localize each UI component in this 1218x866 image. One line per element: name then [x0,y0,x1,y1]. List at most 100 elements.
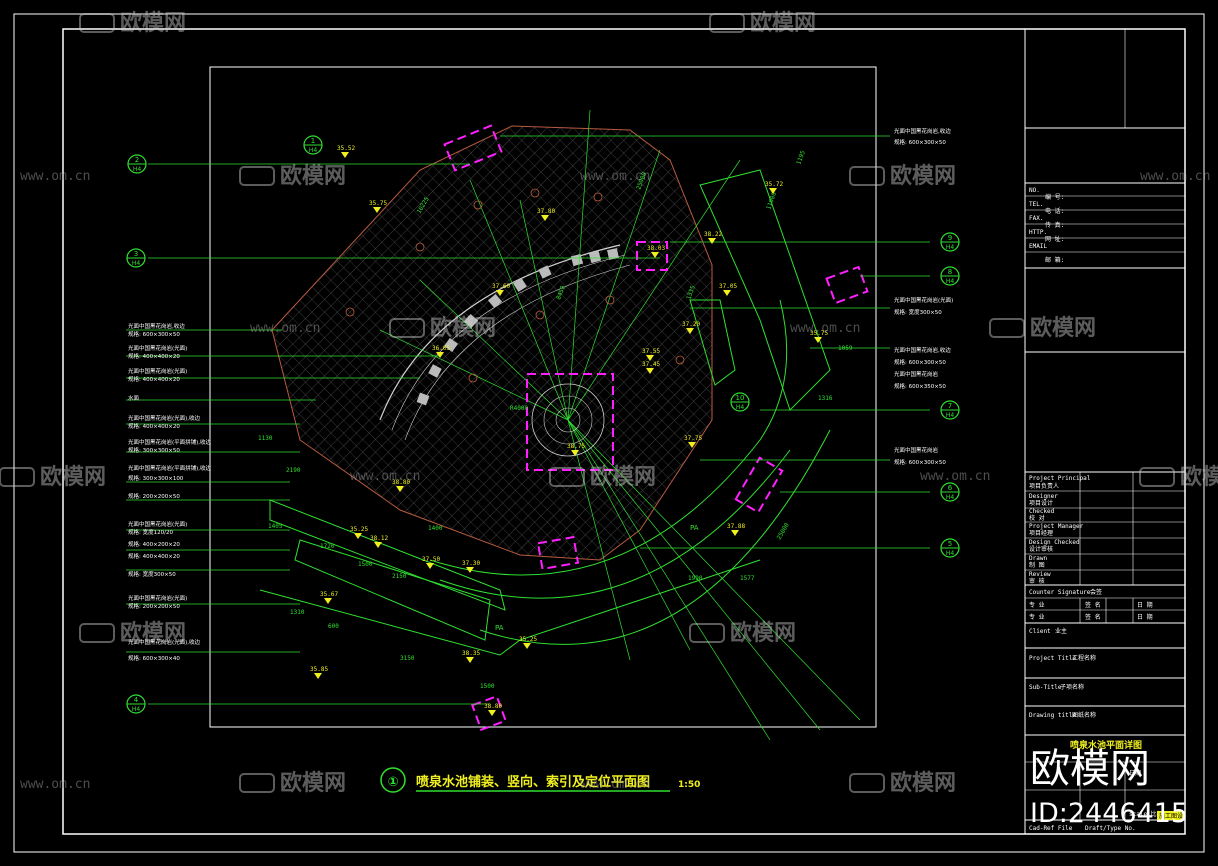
watermark-logo-icon [709,13,745,33]
left-note: 光面中国黑花岗岩(光面),收边 [128,638,201,646]
title-block: NO. TEL. FAX. HTTP. EMAIL 编 号: 电 话: 传 真:… [1029,187,1163,832]
tb-dc: Design Checked [1029,539,1080,546]
watermark-brand: 欧模网 [890,163,956,189]
svg-text:600: 600 [328,623,339,630]
tb-counter-cn: 会签 [1090,588,1102,596]
index-tag-number: 4 [134,696,139,704]
index-boxes [443,124,869,731]
watermark-logo-icon [849,166,885,186]
watermark-logo-icon [0,467,35,487]
tb-client: Client [1029,628,1051,635]
watermark-logo-icon [79,13,115,33]
id-watermark: ID:2446415 [1030,798,1188,829]
left-note: 光面中国黑花岗岩,收边 [128,322,185,330]
left-note: 规格: 400×400×20 [128,422,180,430]
elevation-triangle [466,657,474,663]
tb-no: NO. [1029,187,1040,194]
tb-designer-cn: 项目设计 [1029,499,1053,507]
index-tag-ref: H4 [946,550,955,557]
watermark-logo-icon [989,318,1025,338]
pa-label-2: PA [495,624,504,632]
title-number: ① [387,775,398,790]
tb-sig-1: 签 名 [1085,601,1101,609]
elevation-triangle [373,207,381,213]
svg-text:1577: 1577 [740,575,755,582]
elevation-value: 38.80 [484,703,502,710]
elevation-value: 38.35 [462,650,480,657]
svg-text:1720: 1720 [320,543,335,550]
outer-frame [13,13,1205,853]
tb-dtitle-cn: 图纸名称 [1072,711,1096,719]
left-note: 光面中国黑花岗岩(平面拼铺),收边 [128,438,212,446]
right-note: 光面中国黑花岗岩(光面) [894,296,953,304]
elevation-triangle [541,215,549,221]
svg-text:1195: 1195 [795,149,807,165]
index-tag-number: 6 [948,484,953,492]
svg-text:1130: 1130 [258,435,273,442]
elevation-triangle [488,710,496,716]
elevation-triangle [374,542,382,548]
elevation-value: 36.05 [432,345,450,352]
left-note: 水面 [128,394,140,402]
tb-cad-ref: Cad-Ref File [1029,825,1073,832]
elevation-value: 37.45 [642,361,660,368]
index-tag-ref: H4 [309,147,318,154]
elevation-value: 35.75 [810,330,828,337]
watermark-site: www.om.cn [790,321,860,336]
elevation-triangle [314,673,322,679]
elevation-triangle [341,152,349,158]
elevation-value: 35.67 [320,591,338,598]
tb-dc-cn: 设计审核 [1029,545,1053,553]
watermark-logo-icon [849,773,885,793]
elevation-value: 38.75 [567,443,585,450]
left-note: 规格: 200×200×50 [128,492,180,500]
paving-area [271,125,713,561]
left-note: 规格: 宽度120/20 [128,528,173,536]
watermark-logo-icon [79,623,115,643]
edge-blocks [416,248,619,406]
left-note: 规格: 宽度300×50 [128,570,176,578]
right-note: 光面中国黑花岗岩 [894,446,939,454]
pa-label-1: PA [690,524,699,532]
elevation-triangle [769,188,777,194]
watermark-brand: 欧模网 [280,770,346,796]
watermark-site: www.om.cn [20,169,90,184]
watermark-logo-icon [389,318,425,338]
right-note: 规格: 600×300×50 [894,138,946,146]
elevation-triangle [686,328,694,334]
tb-principal-cn: 项目负责人 [1029,482,1059,490]
elevation-value: 37.88 [727,523,745,530]
tb-principal: Project Principal [1029,475,1091,482]
index-tag-ref: H4 [133,166,142,173]
elevation-triangle [396,486,404,492]
left-note: 规格: 600×300×40 [128,654,180,662]
tb-tel-val: 电 话: [1045,207,1064,215]
elevation-triangle [354,533,362,539]
svg-text:25000: 25000 [776,522,791,541]
elevation-value: 37.80 [537,208,555,215]
index-tag-ref: H4 [946,278,955,285]
index-tag-number: 9 [948,234,952,242]
left-note: 规格: 200×200×50 [128,602,180,610]
tb-dtitle: Drawing title [1029,712,1076,719]
index-tag-number: 1 [311,137,315,145]
svg-text:2190: 2190 [286,467,301,474]
index-tag-ref: H4 [132,260,141,267]
watermark-brand: 欧模网 [40,464,106,490]
elevation-triangle [426,563,434,569]
svg-text:1990: 1990 [688,575,703,582]
left-note: 光面中国黑花岗岩(光面) [128,520,187,528]
elevation-markers: 35.5235.7535.7237.0538.2238.0337.6037.80… [310,145,828,716]
left-note: 规格: 300×300×100 [128,474,184,482]
watermark-site: www.om.cn [250,321,320,336]
watermark-site: www.om.cn [580,169,650,184]
plan-border [209,66,877,728]
elevation-value: 38.03 [647,245,665,252]
tb-subtitle-cn: 子项名称 [1060,683,1084,691]
tb-ptitle-cn: 工程名称 [1072,654,1096,662]
elevation-value: 35.25 [350,526,368,533]
right-note: 规格: 600×300×50 [894,358,946,366]
watermark-brand: 欧模网 [120,10,186,36]
